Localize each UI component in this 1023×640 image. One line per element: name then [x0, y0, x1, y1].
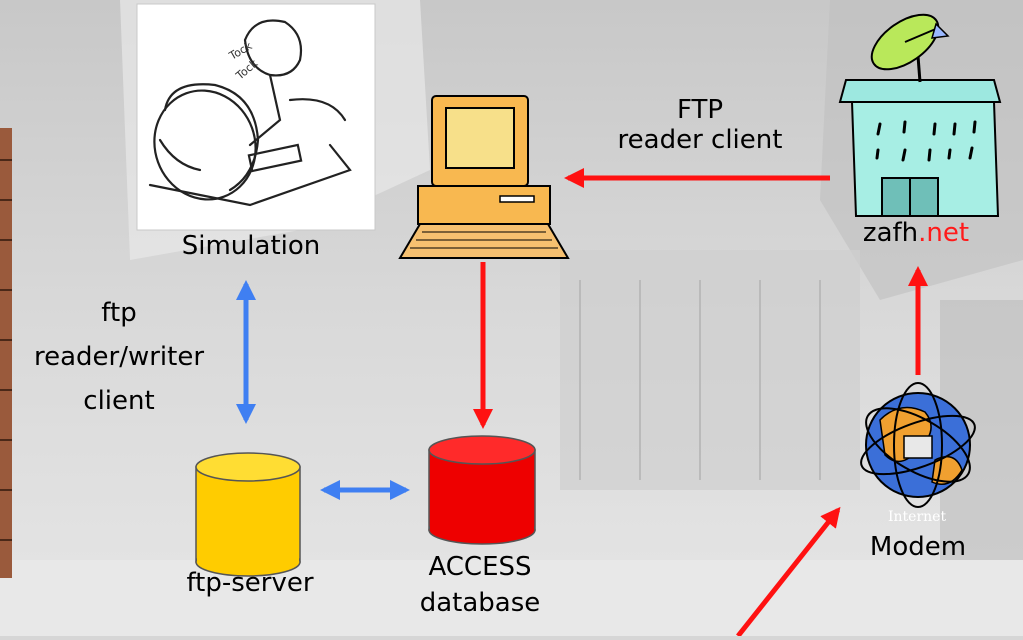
zafh-label-main: zafh: [862, 218, 919, 248]
ftp-reader-label: FTP reader client: [580, 95, 820, 155]
building-satellite-icon: [838, 13, 1002, 217]
zafh-label-accent: .net: [918, 218, 970, 248]
ftp-server-label: ftp-server: [186, 568, 314, 598]
access-database-cylinder: [428, 435, 536, 545]
globe-label: Internet: [888, 509, 946, 525]
access-db-line2: database: [419, 588, 541, 618]
simulation-label: Simulation: [181, 231, 321, 261]
ftp-rw-line2: reader/writer: [33, 342, 205, 372]
ftp-rw-label: ftp reader/writer client: [14, 298, 224, 416]
ftp-rw-line3: client: [83, 386, 155, 416]
access-db-label: ACCESS database: [390, 552, 570, 618]
ftp-reader-line2: reader client: [617, 125, 783, 155]
access-db-line1: ACCESS: [428, 552, 532, 582]
ftp-server-cylinder: [195, 452, 301, 577]
arrow-external-to-modem: [736, 506, 841, 638]
modem-label: Modem: [869, 532, 967, 562]
computer-icon: [398, 95, 570, 259]
ftp-reader-line1: FTP: [676, 95, 724, 125]
internet-globe-icon: Internet: [860, 382, 976, 525]
simulation-sketch: Tock Tock: [136, 3, 376, 231]
zafh-net-label: zafh.net: [830, 218, 1002, 248]
brick-facade: [0, 128, 12, 578]
ftp-rw-line1: ftp: [101, 298, 137, 328]
